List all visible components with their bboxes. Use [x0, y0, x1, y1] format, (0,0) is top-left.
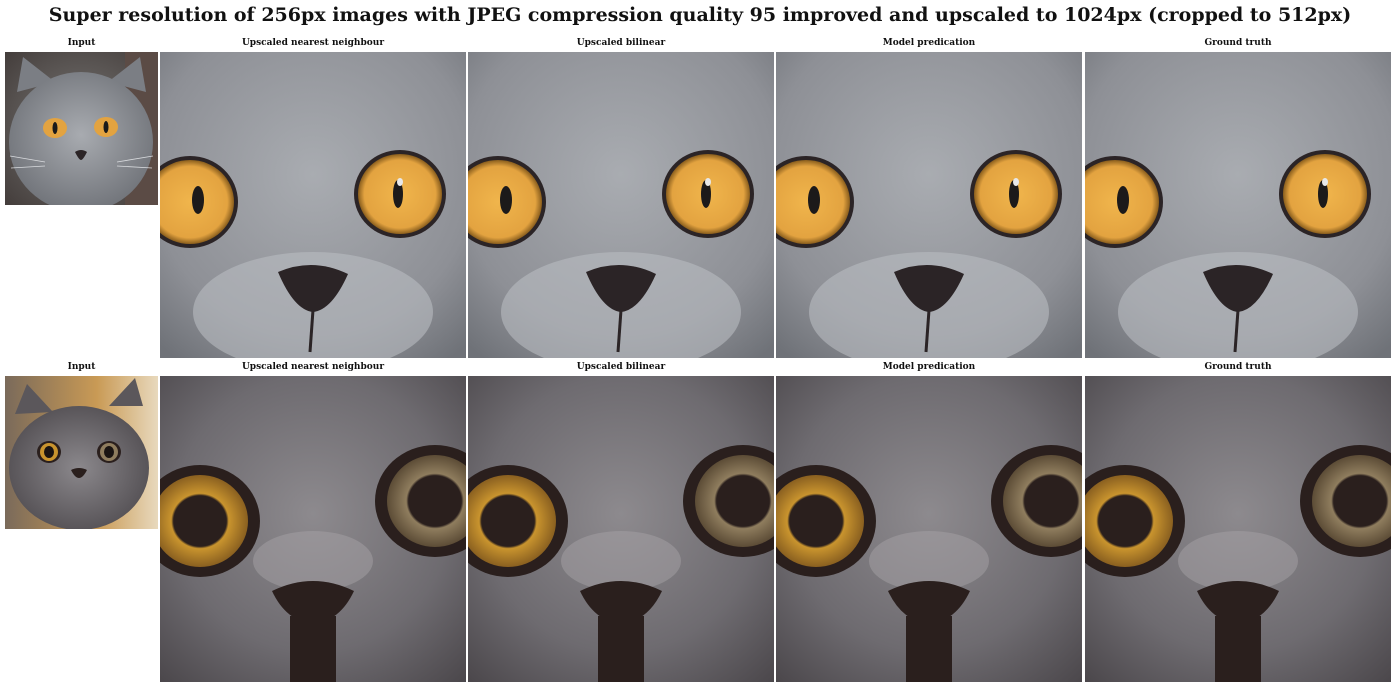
row1-bilinear-panel: Upscaled bilinear — [468, 36, 774, 358]
row1-bilinear-image — [468, 52, 774, 358]
row2-model-panel: Model predication — [776, 360, 1082, 682]
row2-input-image — [5, 376, 158, 529]
row2-bilinear-image — [468, 376, 774, 682]
row2-ground-truth-image — [1085, 376, 1391, 682]
row1-nearest-image — [160, 52, 466, 358]
row1-nearest-panel: Upscaled nearest neighbour — [160, 36, 466, 358]
row1-ground-truth-panel: Ground truth — [1085, 36, 1391, 358]
panel-label: Upscaled bilinear — [576, 38, 666, 48]
panel-label: Upscaled nearest neighbour — [241, 362, 385, 372]
row2-bilinear-panel: Upscaled bilinear — [468, 360, 774, 682]
row2-nearest-panel: Upscaled nearest neighbour — [160, 360, 466, 682]
panel-label: Input — [67, 362, 96, 372]
panel-label: Ground truth — [1204, 38, 1272, 48]
panel-label: Ground truth — [1204, 362, 1272, 372]
panel-label: Upscaled bilinear — [576, 362, 666, 372]
panel-label: Model predication — [882, 38, 976, 48]
row1-ground-truth-image — [1085, 52, 1391, 358]
panel-label: Upscaled nearest neighbour — [241, 38, 385, 48]
row2-ground-truth-panel: Ground truth — [1085, 360, 1391, 682]
row1-model-image — [776, 52, 1082, 358]
row1-input-panel: Input — [5, 36, 158, 208]
row1-model-panel: Model predication — [776, 36, 1082, 358]
row2-model-image — [776, 376, 1082, 682]
panel-label: Model predication — [882, 362, 976, 372]
figure-title: Super resolution of 256px images with JP… — [48, 4, 1352, 26]
row1-input-image — [5, 52, 158, 205]
row2-input-panel: Input — [5, 360, 158, 532]
row2-nearest-image — [160, 376, 466, 682]
panel-label: Input — [67, 38, 96, 48]
